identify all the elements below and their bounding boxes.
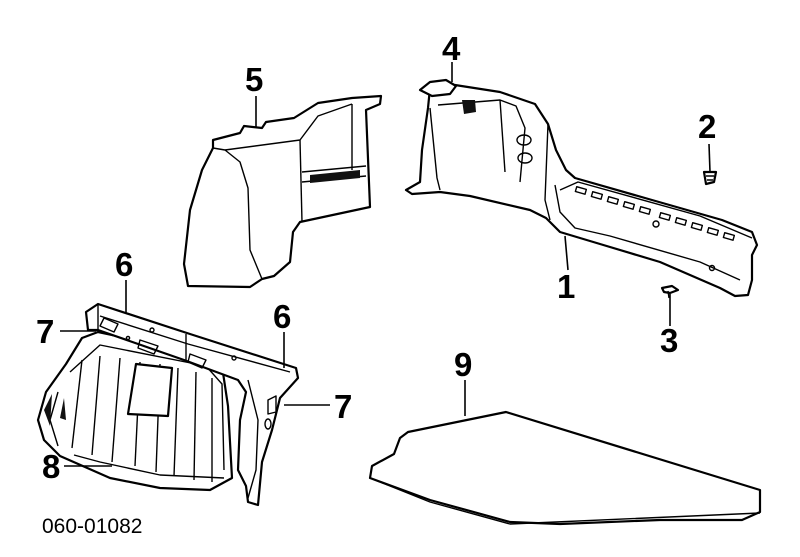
part-3-screw: [660, 284, 680, 299]
callout-7-right: 7: [334, 388, 352, 425]
callout-1: 1: [557, 268, 575, 305]
callout-3: 3: [660, 322, 678, 359]
callout-4: 4: [442, 30, 461, 67]
part-4-clip: [418, 78, 458, 98]
leader-1: [564, 235, 569, 271]
leader-lines: [60, 62, 711, 467]
callout-labels: 1 2 3 4 5 6 6 7 7 8 9: [36, 30, 716, 485]
catalog-number: 060-01082: [42, 515, 142, 538]
callout-5: 5: [245, 61, 263, 98]
callout-6-left: 6: [115, 246, 133, 283]
callout-8: 8: [42, 448, 60, 485]
leader-2: [708, 143, 711, 173]
callout-9: 9: [454, 346, 472, 383]
part-9-trunk-mat: [368, 410, 762, 526]
sill-slots: [574, 185, 736, 241]
part-1-trunk-side-trim: [404, 83, 759, 298]
callout-6-right: 6: [273, 298, 291, 335]
part-8-compartment-panel: [36, 330, 234, 492]
callout-7-left: 7: [36, 313, 54, 350]
part-6-7-upper-panels: [84, 302, 300, 507]
callout-2: 2: [698, 108, 716, 145]
part-5-quarter-trim-panel: [182, 94, 383, 289]
part-2-retainer: [702, 170, 718, 186]
